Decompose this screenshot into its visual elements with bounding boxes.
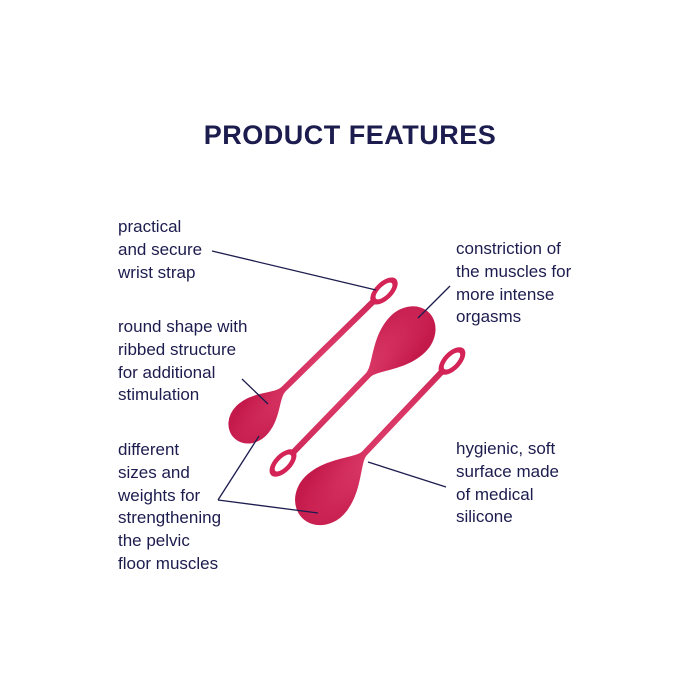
feature-text-line: stimulation xyxy=(118,385,200,405)
feature-text-line: sizes and xyxy=(118,462,190,482)
feature-text-line: hygienic, soft xyxy=(456,439,556,458)
kegel-ball-small xyxy=(228,277,398,444)
feature-text-line: constriction of xyxy=(456,239,561,258)
feature-text-line: for additional xyxy=(118,362,216,382)
feature-text-line: orgasms xyxy=(456,307,522,327)
wrist-strap-loop xyxy=(370,277,398,305)
kegel-body xyxy=(295,369,445,526)
feature-text-line: surface made xyxy=(456,461,559,481)
page-title: PRODUCT FEATURES xyxy=(203,120,497,150)
feature-text-line: different xyxy=(118,440,180,459)
feature-wrist-strap: practical and secure wrist strap xyxy=(118,216,202,284)
feature-silicone: hygienic, soft surface made of medical s… xyxy=(456,438,559,529)
feature-text-line: strengthening xyxy=(118,508,222,528)
kegel-body xyxy=(228,298,377,444)
leader-line-wrist-strap xyxy=(211,250,377,291)
kegel-ball-large xyxy=(295,347,466,526)
feature-text-line: and secure xyxy=(118,239,203,259)
feature-text-line: floor muscles xyxy=(118,553,219,573)
leader-line-sizes-large xyxy=(217,499,319,514)
feature-text-line: more intense xyxy=(456,284,555,304)
kegel-body xyxy=(290,306,436,456)
feature-sizes-weights: different sizes and weights for strength… xyxy=(118,439,221,576)
feature-text-line: weights for xyxy=(118,485,201,505)
feature-round-shape: round shape with ribbed structure for ad… xyxy=(118,316,247,407)
leader-line-constriction xyxy=(417,285,451,319)
feature-text-line: round shape with xyxy=(118,317,248,336)
leader-line-round-shape xyxy=(241,378,269,405)
wrist-strap-loop xyxy=(438,347,466,375)
feature-text-line: the pelvic xyxy=(118,531,190,551)
wrist-strap-loop xyxy=(269,449,297,477)
leader-line-silicone xyxy=(367,461,447,488)
leader-line-sizes-small xyxy=(217,435,260,501)
feature-constriction: constriction of the muscles for more int… xyxy=(456,238,571,329)
feature-text-line: wrist strap xyxy=(118,262,196,282)
feature-text-line: ribbed structure xyxy=(118,339,237,359)
feature-text-line: practical xyxy=(118,217,182,236)
feature-text-line: of medical xyxy=(456,484,534,504)
kegel-ball-medium xyxy=(269,306,436,477)
feature-text-line: the muscles for xyxy=(456,261,572,281)
feature-text-line: silicone xyxy=(456,507,513,527)
